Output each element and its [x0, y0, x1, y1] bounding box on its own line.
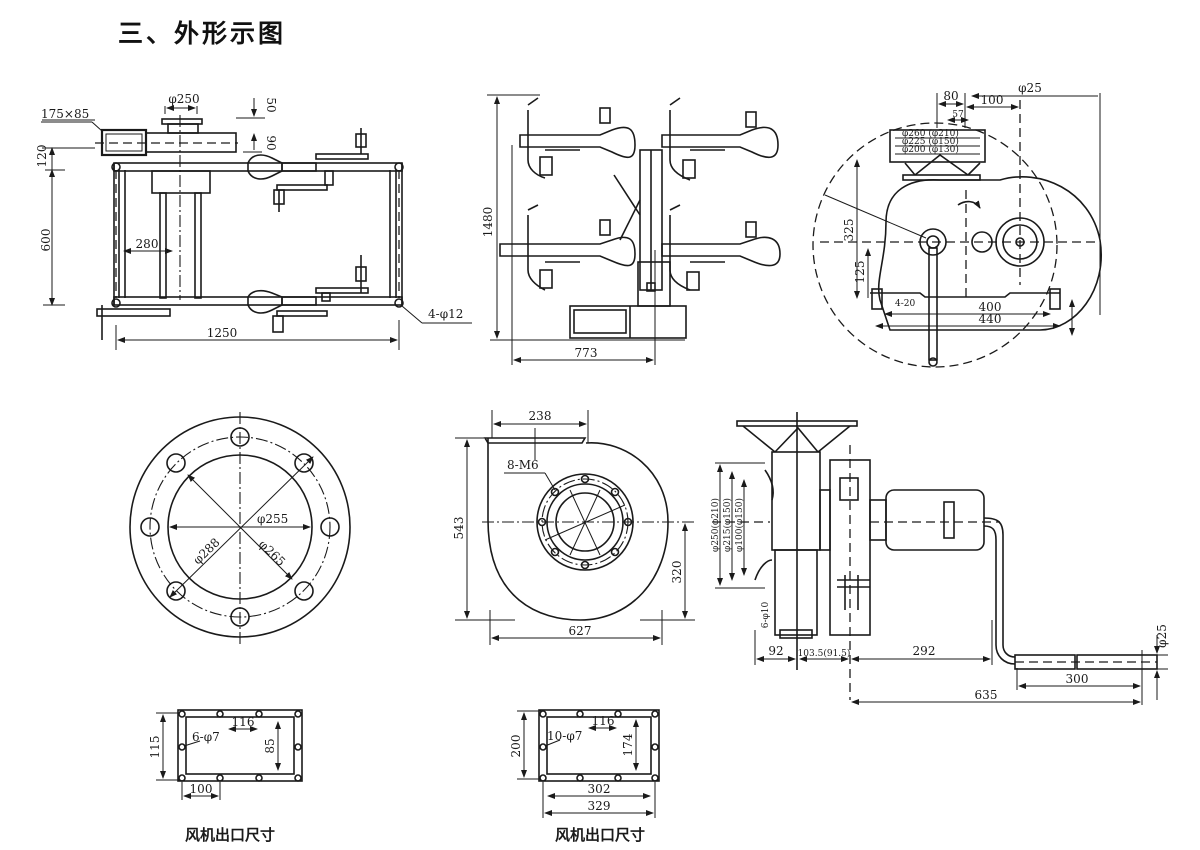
label-4-20: 4-20: [895, 299, 915, 309]
front-view: 1480 773: [481, 94, 781, 365]
dim-280: 280: [136, 237, 159, 251]
dim-325: 325: [842, 219, 856, 242]
dim-1480: 1480: [481, 207, 495, 238]
page-title: 三、外形示图: [118, 19, 287, 48]
dim-773: 773: [575, 346, 598, 360]
dim-50: 50: [264, 97, 278, 112]
dim-103-5: 103.5(91.5): [798, 648, 851, 659]
arm-assembly: [661, 204, 781, 291]
bolt-holes: [140, 427, 340, 627]
label-10-phi7: 10-φ7: [547, 729, 582, 743]
dim-627: 627: [569, 624, 592, 638]
dim-200: 200: [509, 735, 523, 758]
dim-635: 635: [975, 688, 998, 702]
dim-600: 600: [39, 229, 53, 252]
dim-57: 57: [952, 110, 964, 120]
dim-400: 400: [979, 300, 1002, 314]
dim-100: 100: [981, 93, 1004, 107]
dia-row-2: φ225 (φ150): [902, 136, 959, 147]
label-6-phi10: 6-φ10: [761, 601, 771, 628]
dim-1250: 1250: [207, 326, 238, 340]
label-4-phi12: 4-φ12: [428, 307, 463, 321]
dim-116: 116: [232, 715, 255, 729]
dim-80: 80: [943, 89, 958, 103]
dia-row-1: φ260 (φ210): [902, 128, 959, 139]
dim-174: 174: [621, 733, 635, 756]
bolt-holes: [178, 710, 302, 782]
dia-100: φ100(φ150): [734, 498, 745, 552]
dim-543: 543: [452, 517, 466, 540]
dia-265: φ265: [256, 537, 288, 569]
dim-115: 115: [148, 736, 162, 759]
dim-phi25: φ25: [1018, 81, 1042, 95]
dim-292: 292: [913, 644, 936, 658]
dim-90: 90: [264, 135, 278, 150]
dim-phi250: φ250: [168, 92, 199, 106]
outlet-small-view: 115 116 6-φ7 85 100 风机出口尺寸: [148, 709, 303, 844]
dim-320: 320: [670, 561, 684, 584]
dia-row-3: φ200 (φ130): [902, 144, 959, 155]
dia-215: φ215(φ150): [722, 498, 733, 552]
dia-250: φ250(φ210): [710, 498, 721, 552]
caption-outlet-small: 风机出口尺寸: [185, 826, 275, 844]
dim-85: 85: [263, 738, 277, 753]
motor-view: φ250(φ210) φ215(φ150) φ100(φ150) 6-φ10 9…: [710, 412, 1169, 705]
dia-255: φ255: [257, 512, 288, 526]
top-view: 120 600 φ250 50 90 175×85 280 1250 4-φ12: [35, 92, 472, 350]
dim-120: 120: [35, 145, 49, 168]
arm-assembly: [661, 97, 779, 181]
dim-329: 329: [588, 799, 611, 813]
caption-outlet-large: 风机出口尺寸: [555, 826, 645, 844]
outlet-large-view: 200 116 10-φ7 174 302 329 风机出口尺寸: [509, 709, 660, 844]
dim-116: 116: [592, 714, 615, 728]
dim-92: 92: [768, 644, 783, 658]
side-view: φ260 (φ210) φ225 (φ150) φ200 (φ130) 80 1…: [812, 81, 1102, 368]
dia-288: φ288: [190, 535, 222, 567]
flange-view: φ255 φ288 φ265: [129, 412, 351, 645]
label-8-m6: 8-M6: [507, 458, 539, 472]
arm-assembly: [519, 97, 636, 179]
volute-view: 238 8-M6 543 320 627: [452, 409, 695, 645]
dim-100: 100: [190, 782, 213, 796]
label-outlet-size: 175×85: [41, 107, 89, 121]
label-6-phi7: 6-φ7: [192, 730, 220, 744]
dim-440: 440: [979, 312, 1002, 326]
dim-300: 300: [1066, 672, 1089, 686]
dim-238: 238: [529, 409, 552, 423]
dim-302: 302: [588, 782, 611, 796]
arm-assembly: [499, 204, 636, 291]
bolt-holes: [539, 710, 659, 782]
dim-125: 125: [853, 261, 867, 284]
dim-phi25-shaft: φ25: [1155, 624, 1169, 648]
